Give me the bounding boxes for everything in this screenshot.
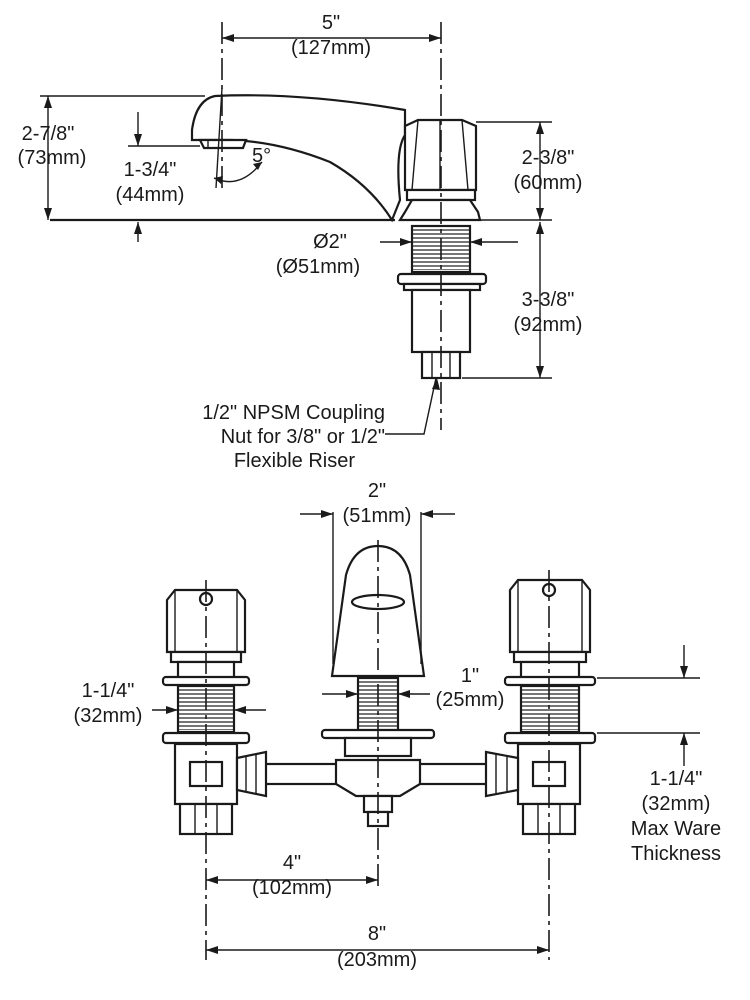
diameter-label: Ø2" bbox=[313, 231, 347, 253]
side-profile-view: 5" (127mm) 2-7/8" (73mm) 1-3/4" (44mm) 5… bbox=[18, 12, 583, 472]
handle-diameter-label: 1-1/4" bbox=[82, 680, 135, 702]
left-elbow-nut bbox=[235, 750, 268, 798]
width-label-mm: (127mm) bbox=[291, 37, 371, 59]
stem-label: 1" bbox=[461, 665, 479, 687]
handle-height-label-mm: (60mm) bbox=[514, 172, 583, 194]
spout-width-label-mm: (51mm) bbox=[343, 505, 412, 527]
ware-note-line-2: Thickness bbox=[631, 843, 721, 865]
handle-height-label: 2-3/8" bbox=[522, 147, 575, 169]
spout-height-label: 1-3/4" bbox=[124, 159, 177, 181]
center-distance-label: 4" bbox=[283, 852, 301, 874]
center-spout bbox=[320, 544, 436, 828]
coupling-note-line-2: Nut for 3/8" or 1/2" bbox=[221, 426, 385, 448]
side-escutcheon bbox=[398, 198, 482, 222]
shank-length-label-mm: (92mm) bbox=[514, 314, 583, 336]
side-lock-nut bbox=[396, 272, 488, 286]
right-washer bbox=[503, 675, 597, 687]
coupling-note-line-3: Flexible Riser bbox=[234, 450, 355, 472]
shank-length-label: 3-3/8" bbox=[522, 289, 575, 311]
height-label: 2-7/8" bbox=[22, 123, 75, 145]
spout-aerator bbox=[198, 138, 248, 150]
right-lock-nut bbox=[503, 731, 597, 745]
spout-height-label-mm: (44mm) bbox=[116, 184, 185, 206]
center-distance-label-mm: (102mm) bbox=[252, 877, 332, 899]
coupling-note-line-1: 1/2" NPSM Coupling bbox=[202, 402, 385, 424]
ware-note-line-1: Max Ware bbox=[631, 818, 721, 840]
diameter-label-mm: (Ø51mm) bbox=[276, 256, 360, 278]
spread-label: 8" bbox=[368, 923, 386, 945]
ware-thickness-label-mm: (32mm) bbox=[642, 793, 711, 815]
front-elevation-view: 2" (51mm) 1-1/4" (32mm) 1" (25mm) 1-1/4"… bbox=[74, 480, 722, 971]
left-valve bbox=[161, 588, 268, 836]
height-label-mm: (73mm) bbox=[18, 147, 87, 169]
spout-body bbox=[190, 94, 407, 223]
angle-label: 5° bbox=[252, 145, 271, 167]
spout-width-label: 2" bbox=[368, 480, 386, 502]
ware-thickness-label: 1-1/4" bbox=[650, 768, 703, 790]
width-label: 5" bbox=[322, 12, 340, 34]
spread-label-mm: (203mm) bbox=[337, 949, 417, 971]
stem-label-mm: (25mm) bbox=[436, 689, 505, 711]
right-elbow-nut bbox=[484, 750, 520, 798]
handle-diameter-label-mm: (32mm) bbox=[74, 705, 143, 727]
